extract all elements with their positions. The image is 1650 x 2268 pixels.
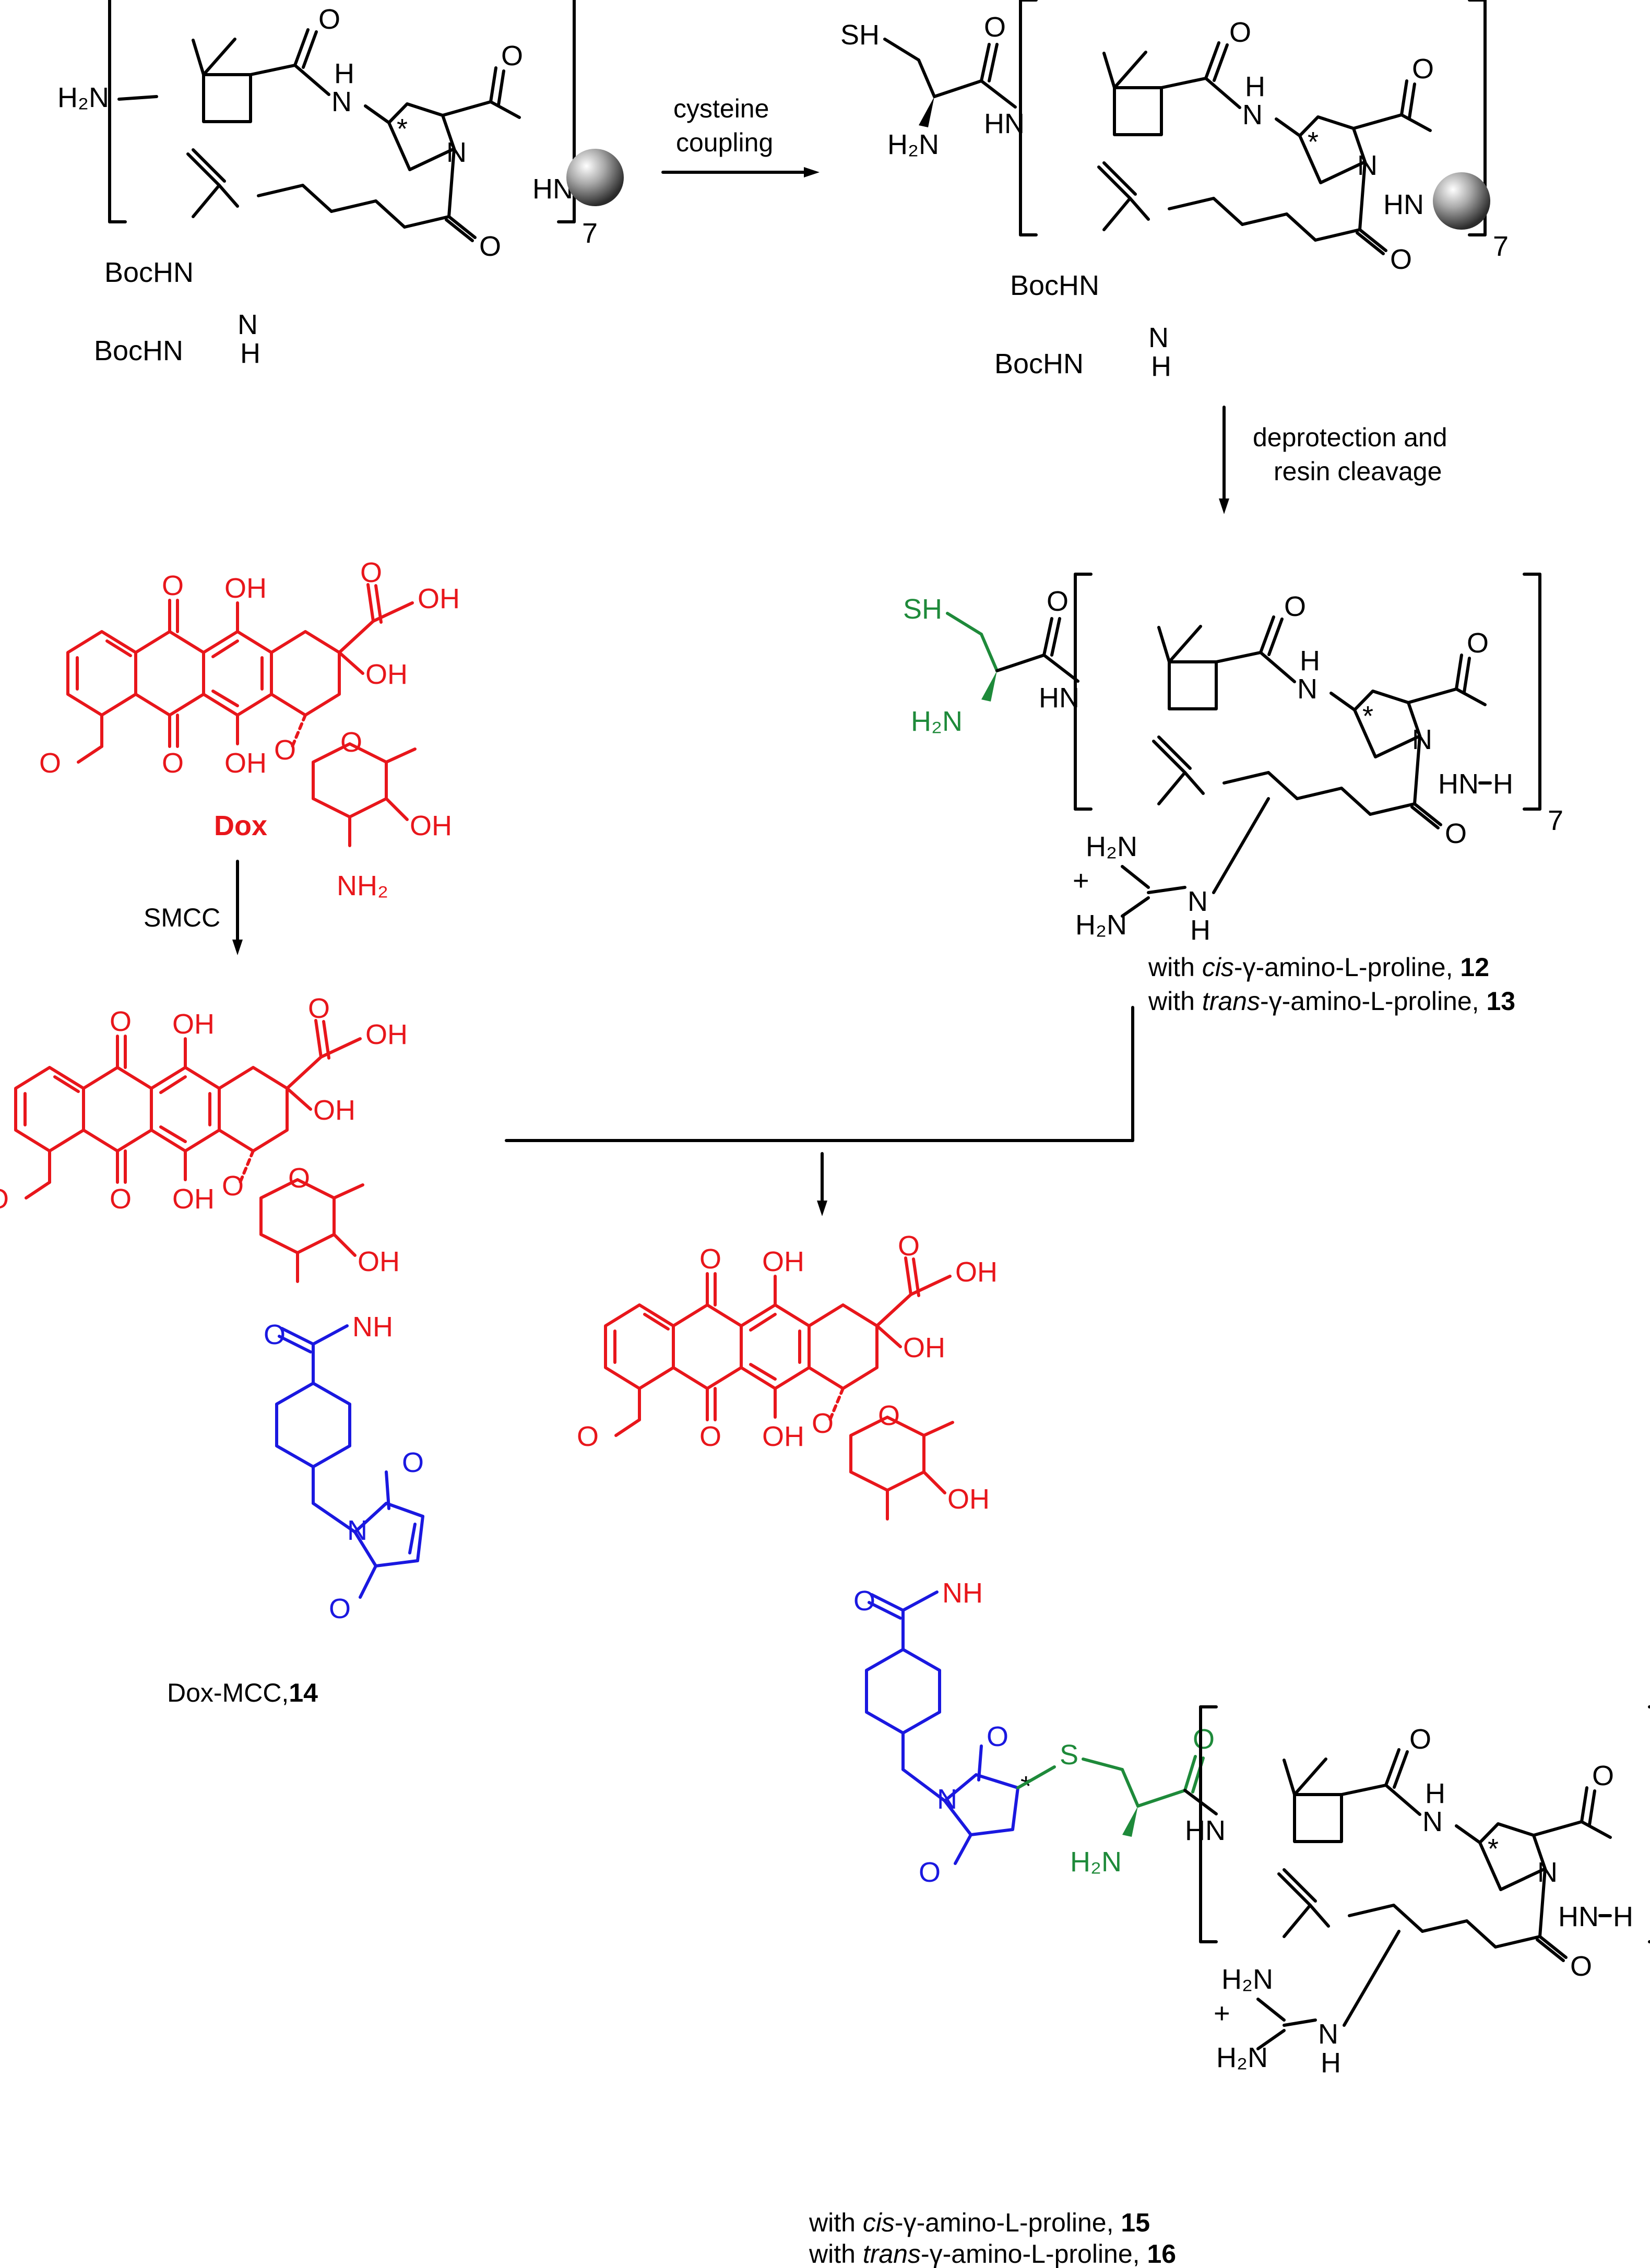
conjugate-15-16: NH O O O N * S O H₂N HN HN H H₂N H₂N + [577, 1230, 1650, 2268]
atom-label: H [1151, 351, 1171, 382]
atom-label: H₂N [1070, 1846, 1122, 1878]
atom-label: NH₂ [337, 870, 388, 901]
atom-label: NH [352, 1311, 393, 1343]
arrow-label: cysteine [673, 94, 769, 123]
atom-label: N [1318, 2018, 1338, 2050]
atom-label: H [1190, 915, 1210, 946]
atom-label: O [984, 11, 1006, 43]
atom-label: N [347, 1515, 367, 1546]
resin-bead-icon [566, 149, 624, 206]
atom-label: HN [1383, 189, 1424, 220]
atom-label: O [987, 1721, 1008, 1752]
resin-bead-icon [1433, 172, 1490, 230]
atom-label: HN [984, 108, 1025, 139]
caption-15: with cis-γ-amino-L-proline, 15 [809, 2208, 1150, 2237]
compound-name: Dox [214, 810, 267, 841]
atom-label: O [402, 1447, 424, 1478]
atom-label: N [937, 1784, 957, 1815]
atom-label: H₂N [57, 82, 109, 113]
atom-label: O [1193, 1724, 1215, 1755]
atom-label: SH [903, 593, 942, 625]
step-smcc: SMCC [144, 860, 243, 955]
atom-label: H₂N [1075, 909, 1127, 941]
arrow-label: resin cleavage [1274, 457, 1442, 486]
atom-label: S [1060, 1739, 1078, 1771]
atom-label: N [1188, 886, 1208, 917]
atom-label: O [329, 1593, 351, 1624]
caption-13: with trans-γ-amino-L-proline, 13 [1148, 987, 1515, 1016]
protected-peptide-on-resin: H₂N HN BocHN BocHN N H [57, 0, 624, 369]
step-conjugation [505, 1006, 1134, 1216]
atom-label: H [1613, 1901, 1633, 1932]
atom-label: O [919, 1857, 941, 1888]
step-cysteine-coupling: cysteine coupling [661, 94, 820, 177]
atom-label: H₂N [1221, 1964, 1273, 1995]
doxorubicin: NH₂ Dox [39, 557, 460, 901]
atom-label: HN [532, 173, 573, 205]
charge-label: + [1214, 1998, 1230, 2029]
atom-label: BocHN [1010, 270, 1099, 301]
caption-16: with trans-γ-amino-L-proline, 16 [809, 2239, 1176, 2268]
atom-label: H [240, 338, 260, 369]
atom-label: H₂N [1086, 831, 1137, 862]
atom-label: H [1493, 768, 1513, 800]
atom-label: O [264, 1319, 286, 1350]
atom-label: HN [1558, 1901, 1599, 1932]
caption-12: with cis-γ-amino-L-proline, 12 [1148, 953, 1489, 982]
atom-label: N [238, 309, 258, 340]
step-deprotection: deprotection and resin cleavage [1219, 406, 1447, 514]
atom-label: H₂N [887, 129, 939, 160]
atom-label: O [853, 1585, 875, 1617]
deprotected-peptide-12-13: SH H₂N O HN HN H H₂N H₂N + N H with cis-… [903, 574, 1563, 1016]
atom-label: SH [840, 19, 880, 51]
arrow-label: SMCC [144, 903, 220, 932]
atom-label: BocHN [994, 348, 1084, 379]
arrow-label: coupling [676, 128, 773, 157]
atom-label: N [1148, 322, 1169, 353]
caption-14: Dox-MCC,14 [167, 1678, 318, 1707]
atom-label: HN [1039, 682, 1079, 714]
dox-mcc-14: NH O O O N Dox-MCC,14 [0, 993, 424, 1707]
atom-label: H [1321, 2047, 1341, 2079]
atom-label: BocHN [94, 335, 183, 366]
charge-label: + [1073, 865, 1089, 896]
atom-label: HN [1185, 1815, 1226, 1846]
stereo-marker: * [1020, 1771, 1031, 1802]
arrow-label: deprotection and [1253, 423, 1447, 452]
cysteine-peptide-on-resin: SH H₂N O HN HN BocHN BocHN N H [840, 0, 1509, 382]
atom-label: NH [942, 1577, 983, 1609]
atom-label: BocHN [104, 257, 194, 288]
atom-label: O [1047, 586, 1069, 617]
atom-label: H₂N [911, 706, 963, 737]
atom-label: HN [1438, 768, 1479, 800]
